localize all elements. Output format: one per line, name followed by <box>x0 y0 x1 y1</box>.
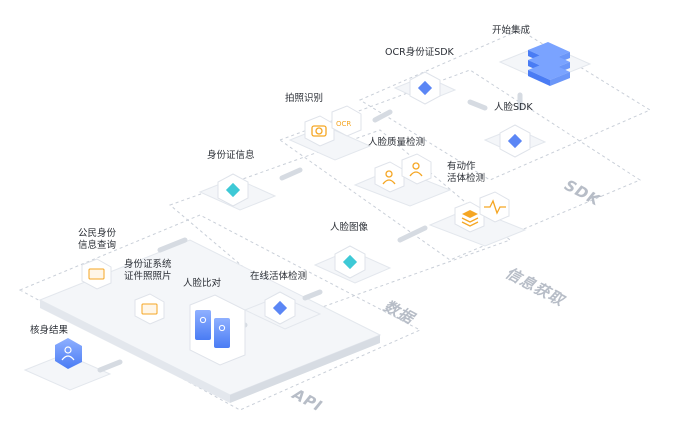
camera-icon <box>304 115 335 147</box>
id-info-chip <box>225 182 241 198</box>
arrow-idinfo-to-police <box>157 237 188 253</box>
api-platform-side2 <box>230 335 380 403</box>
label-id-info: 身份证信息 <box>207 150 255 161</box>
label-face-compare: 人脸比对 <box>183 278 222 289</box>
arrow-compare-to-result <box>97 359 123 373</box>
label-idsys-2: 证件照照片 <box>124 271 172 282</box>
label-police-1: 公民身份 <box>78 228 117 239</box>
verified-person-icon <box>55 338 82 369</box>
label-idsys-1: 身份证系统 <box>124 259 172 270</box>
police-doc-icon <box>81 258 112 290</box>
arrow-facesdk-to-ocrsdk <box>467 99 488 111</box>
arrow-ocr-to-photo <box>372 109 393 123</box>
face-sdk-chip <box>507 133 523 149</box>
label-face-sdk: 人脸SDK <box>494 102 533 113</box>
label-ocr-tag: OCR <box>336 120 352 128</box>
idsys-doc-icon <box>134 293 165 325</box>
arrow-photo-to-idinfo <box>279 167 303 181</box>
api-platform-side <box>40 300 230 403</box>
arrow-faceimg-to-online <box>302 289 323 301</box>
label-photo-ocr: 拍照识别 <box>285 93 324 104</box>
online-live-chip <box>272 300 288 316</box>
label-face-image: 人脸图像 <box>330 222 369 233</box>
ocr-sdk-chip <box>417 80 433 96</box>
arrow-action-to-faceimg <box>397 225 428 243</box>
sdk-zone-outline <box>358 29 652 181</box>
face-compare-cards <box>189 294 246 366</box>
ocr-tag-icon <box>331 105 362 137</box>
stack-icon <box>528 42 570 86</box>
label-face-quality: 人脸质量检测 <box>368 137 426 148</box>
tile-result <box>23 353 112 391</box>
label-action-live-1: 有动作 <box>447 161 476 172</box>
face-image-chip <box>342 254 358 270</box>
label-start: 开始集成 <box>492 25 531 36</box>
label-police-2: 信息查询 <box>78 240 117 251</box>
pulse-icon <box>479 191 510 223</box>
label-result: 核身结果 <box>30 325 69 336</box>
label-online-live: 在线活体检测 <box>250 271 308 282</box>
label-action-live-2: 活体检测 <box>447 173 486 184</box>
person-orange-icon-2 <box>401 153 432 185</box>
layers-icon <box>454 201 485 233</box>
person-orange-icon <box>374 161 405 193</box>
label-ocr-sdk: OCR身份证SDK <box>385 47 454 58</box>
